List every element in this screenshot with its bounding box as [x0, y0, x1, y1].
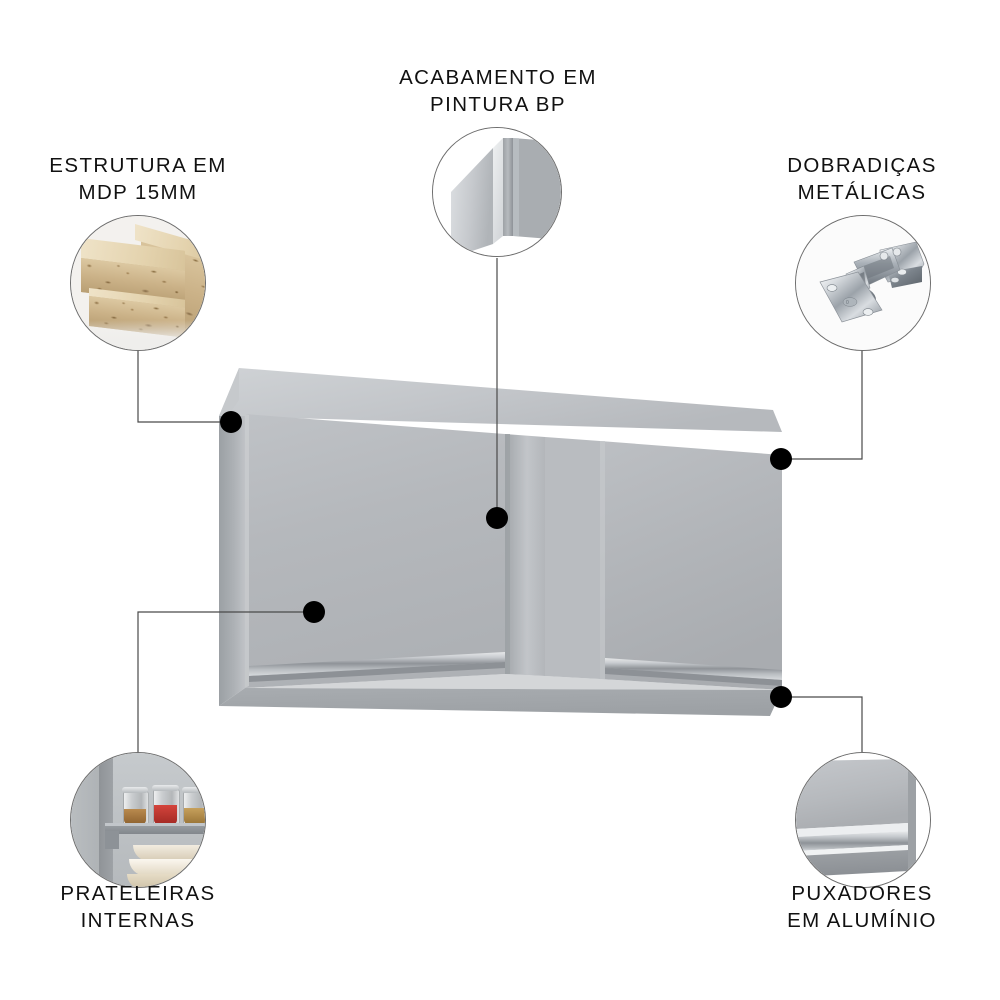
callout-bubble-dobradicas[interactable]: 0 — [795, 215, 931, 351]
callout-label-dobradicas: DOBRADIÇAS METÁLICAS — [787, 154, 937, 204]
hotspot-acabamento[interactable] — [486, 507, 508, 529]
hotspot-prateleiras[interactable] — [303, 601, 325, 623]
callout-bubble-puxadores[interactable] — [795, 752, 931, 888]
interior-shelf-icon — [71, 753, 205, 887]
callout-bubble-acabamento[interactable] — [432, 127, 562, 257]
callout-label-prateleiras: PRATELEIRAS INTERNAS — [60, 882, 216, 932]
callout-label-estrutura: ESTRUTURA EM MDP 15MM — [49, 154, 227, 204]
svg-text:0: 0 — [846, 300, 849, 306]
hotspot-estrutura[interactable] — [220, 411, 242, 433]
metal-hinge-icon: 0 — [796, 216, 930, 350]
hotspot-puxadores[interactable] — [770, 686, 792, 708]
callout-bubble-prateleiras[interactable] — [70, 752, 206, 888]
hotspot-dobradicas[interactable] — [770, 448, 792, 470]
painted-panel-edge-icon — [433, 128, 561, 256]
callout-label-acabamento: ACABAMENTO EM PINTURA BP — [399, 66, 597, 116]
callout-bubble-estrutura[interactable] — [70, 215, 206, 351]
aluminium-handle-icon — [796, 753, 930, 887]
callout-label-puxadores: PUXADORES EM ALUMÍNIO — [787, 882, 937, 932]
particleboard-sample-icon — [71, 216, 205, 350]
